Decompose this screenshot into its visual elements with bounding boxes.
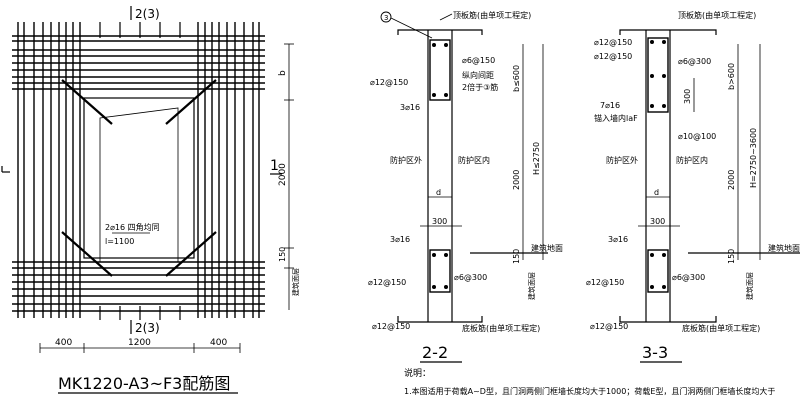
- s22-inside: 防护区内: [458, 155, 490, 165]
- plan-elevation: 2⌀16 四角均同 l=1100 2(3) 2(3) 1 400 1200 40…: [1, 6, 300, 394]
- s33-3phi16: 3⌀16: [608, 235, 628, 244]
- notes-line-1: 1.本图适用于荷载A~D型，且门洞两侧门框墙长度均大于1000；荷载E型，且门洞…: [404, 386, 775, 396]
- s22-top-label: 顶板筋(由单项工程定): [453, 10, 531, 20]
- s33-phi12-150-a: ⌀12@150: [594, 38, 632, 47]
- s22-b-dim: b≤600: [512, 65, 521, 92]
- dim-1200: 1200: [128, 338, 151, 348]
- s33-d: d: [654, 188, 659, 197]
- s33-phi10-100: ⌀10@100: [678, 132, 716, 141]
- s22-phi12-150-a: ⌀12@150: [370, 78, 408, 87]
- s22-h-dim: H≤2750: [532, 142, 541, 175]
- s33-150-dim: 150: [727, 249, 736, 264]
- plan-title: MK1220-A3~F3配筋图: [58, 374, 230, 393]
- s33-floor: 建筑地面: [768, 243, 800, 253]
- section-3-3: 顶板筋(由单项工程定) ⌀12@150 ⌀12@150 ⌀6@300 7⌀16 …: [586, 10, 800, 363]
- s33-phi6-300-b: ⌀6@300: [672, 273, 705, 282]
- s33-anchor: 锚入墙内laF: [594, 113, 638, 123]
- s22-2000-dim: 2000: [512, 170, 521, 190]
- section-mark-bottom: 2(3): [135, 321, 160, 335]
- s33-b-dim: b>600: [727, 63, 736, 90]
- s22-phi12-150-c: ⌀12@150: [372, 322, 410, 331]
- s22-300: 300: [432, 217, 447, 226]
- s22-bottom-label: 底板筋(由单项工程定): [462, 323, 540, 333]
- section-mark-top: 2(3): [135, 7, 160, 21]
- dim-150: 150: [278, 247, 287, 262]
- notes-heading: 说明：: [404, 367, 431, 379]
- dim-400-left: 400: [55, 338, 72, 348]
- s33-outside: 防护区外: [606, 155, 638, 165]
- s22-d: d: [436, 188, 441, 197]
- s22-phi6-300: ⌀6@300: [454, 273, 487, 282]
- s22-floor: 建筑地面: [531, 243, 563, 253]
- s33-300-dim: 300: [683, 89, 692, 104]
- s33-2000-dim: 2000: [727, 170, 736, 190]
- s33-title: 3-3: [642, 343, 668, 362]
- s22-finish: 建筑面层: [527, 272, 536, 300]
- section-2-2: 3 顶板筋(由单项工程定) ⌀6@150 ⌀12@150 纵向间距 2倍于③筋 …: [368, 10, 563, 363]
- door-note-2: l=1100: [105, 237, 134, 246]
- s22-3phi16-bot: 3⌀16: [390, 235, 410, 244]
- s33-h-dim: H=2750~3600: [749, 128, 758, 188]
- s22-longitudinal: 纵向间距: [462, 70, 494, 80]
- s22-outside: 防护区外: [390, 155, 422, 165]
- s33-bottom-label: 底板筋(由单项工程定): [682, 323, 760, 333]
- marker-3: 3: [384, 14, 388, 22]
- s33-phi12-150-b: ⌀12@150: [594, 52, 632, 61]
- dim-2000: 2000: [278, 163, 288, 186]
- s33-finish: 建筑面层: [745, 272, 754, 300]
- s33-inside: 防护区内: [676, 155, 708, 165]
- door-note-1: 2⌀16 四角均同: [105, 222, 160, 232]
- s22-phi6-150: ⌀6@150: [462, 56, 495, 65]
- s22-title: 2-2: [422, 343, 448, 362]
- section-mark-side: 1: [270, 158, 279, 174]
- finish-layer-left: 建筑面层: [291, 268, 300, 296]
- s33-phi6-300: ⌀6@300: [678, 57, 711, 66]
- s33-300: 300: [650, 217, 665, 226]
- s22-phi12-150-b: ⌀12@150: [368, 278, 406, 287]
- s22-150-dim: 150: [512, 249, 521, 264]
- s22-double: 2倍于③筋: [462, 82, 498, 92]
- dim-b: b: [278, 70, 288, 76]
- s33-7phi16: 7⌀16: [600, 101, 620, 110]
- s33-phi12-150-c: ⌀12@150: [586, 278, 624, 287]
- s22-3phi16-top: 3⌀16: [400, 103, 420, 112]
- dim-400-right: 400: [210, 338, 227, 348]
- s33-top-label: 顶板筋(由单项工程定): [678, 10, 756, 20]
- s33-phi12-150-d: ⌀12@150: [590, 322, 628, 331]
